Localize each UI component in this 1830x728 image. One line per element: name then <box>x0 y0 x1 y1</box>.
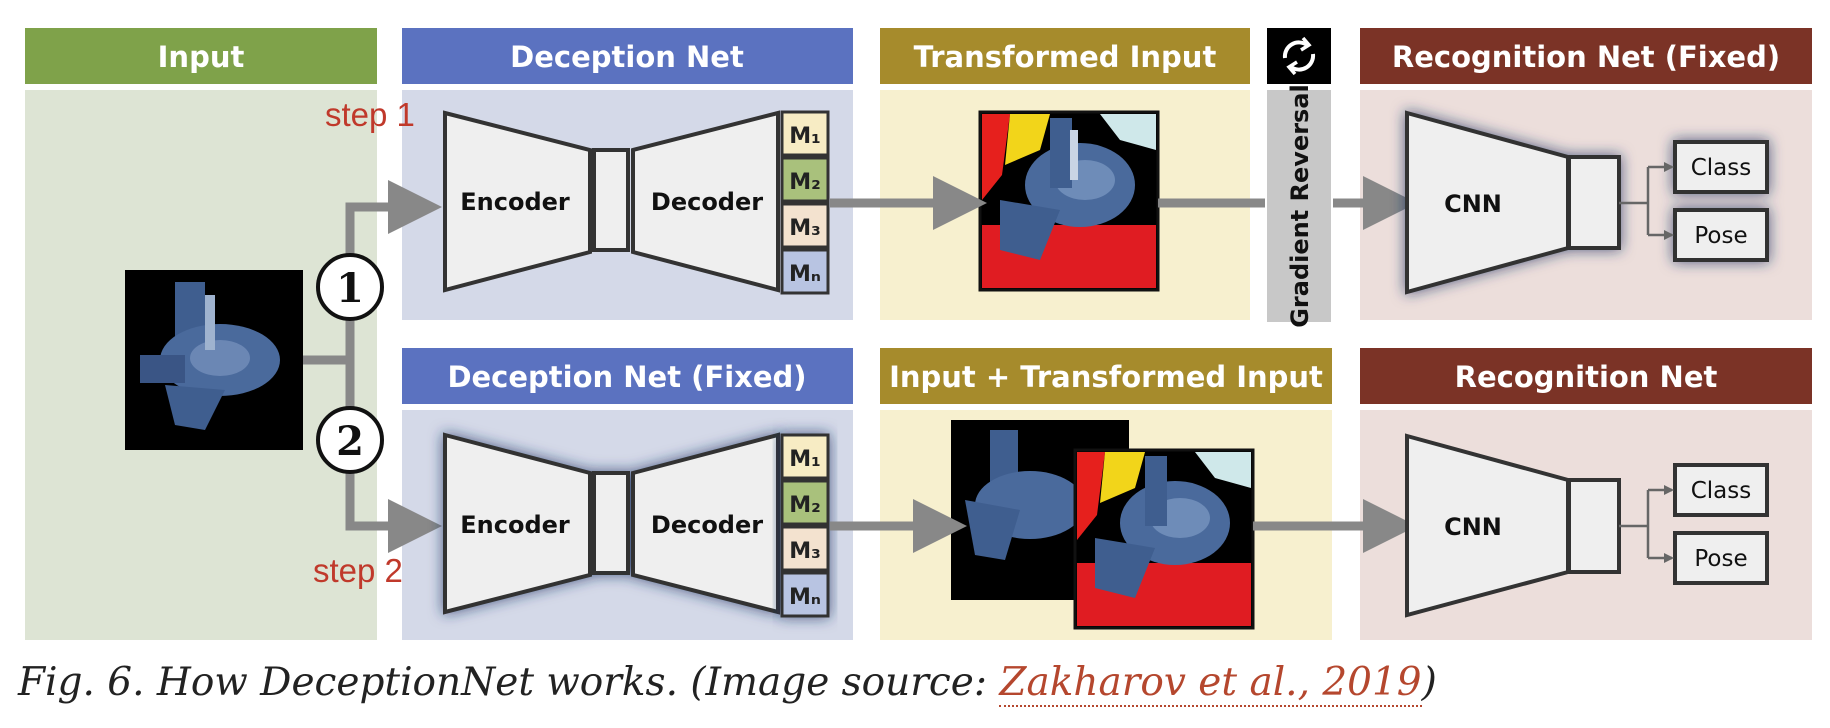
recognition-net-header: Recognition Net <box>1455 360 1718 394</box>
deception-header-bar <box>402 28 853 84</box>
module-n-top: Mₙ <box>789 262 821 287</box>
step-2-number: 2 <box>336 418 364 465</box>
class-box-top <box>1673 140 1769 194</box>
class-label-bottom: Class <box>1691 478 1752 504</box>
deception-fixed-header: Deception Net (Fixed) <box>447 360 806 394</box>
module-3-bottom: M₃ <box>789 539 821 564</box>
input-plus-transformed-header-bar <box>880 348 1332 404</box>
cnn-head-top <box>1567 155 1621 250</box>
pose-box-bottom <box>1673 531 1769 585</box>
decoder-block-top <box>631 110 780 293</box>
caption-source-link[interactable]: Zakharov et al., 2019 <box>999 660 1422 707</box>
bottleneck-block-bottom <box>592 471 630 575</box>
cnn-label-bottom: CNN <box>1444 513 1502 541</box>
decoder-block-bottom <box>631 432 780 615</box>
module-stack-bottom <box>780 433 830 618</box>
encoder-block-top <box>443 110 592 293</box>
module-1-bottom: M₁ <box>789 447 821 472</box>
deception-fixed-header-bar <box>402 348 853 404</box>
caption-prefix: Fig. 6. How DeceptionNet works. (Image s… <box>18 660 1000 705</box>
cnn-label-top: CNN <box>1444 190 1502 218</box>
gradient-reversal-label: Gradient Reversal <box>1286 84 1314 328</box>
step-1-circle <box>316 253 384 321</box>
encoder-label-bottom: Encoder <box>460 511 570 539</box>
refresh-icon-box <box>1267 28 1331 84</box>
step-1-number: 1 <box>336 265 364 312</box>
input-plus-transformed-header: Input + Transformed Input <box>889 360 1323 394</box>
flow-arrows <box>830 176 1417 553</box>
module-2-top: M₂ <box>789 170 821 195</box>
deception-net-header: Deception Net <box>510 40 744 74</box>
module-stack-top <box>780 110 830 295</box>
recognition-net-bottom <box>1405 433 1769 618</box>
input-header-bar <box>25 28 377 84</box>
step-1-label: step 1 <box>325 96 415 133</box>
input-header: Input <box>158 40 245 74</box>
pose-label-bottom: Pose <box>1694 546 1747 572</box>
cnn-head-bottom <box>1567 478 1621 574</box>
gradient-reversal-strip <box>1267 90 1331 322</box>
step-2-label: step 2 <box>313 552 403 589</box>
transformed-header-bar <box>880 28 1250 84</box>
class-label-top: Class <box>1691 155 1752 181</box>
refresh-icon <box>1282 36 1316 76</box>
recognition-connectors-top <box>1619 162 1674 240</box>
recognition-fixed-header: Recognition Net (Fixed) <box>1392 40 1780 74</box>
deception-net-top <box>443 110 780 293</box>
module-3-top: M₃ <box>789 216 821 241</box>
decoder-label-bottom: Decoder <box>651 511 763 539</box>
recognition-fixed-header-bar <box>1360 28 1812 84</box>
module-n-bottom: Mₙ <box>789 585 821 610</box>
pose-label-top: Pose <box>1694 223 1747 249</box>
bottleneck-block-top <box>592 148 630 252</box>
recognition-connectors-bottom <box>1619 485 1674 563</box>
module-1-top: M₁ <box>789 124 821 149</box>
deception-net-bottom <box>443 432 780 615</box>
caption-suffix: ) <box>1421 660 1437 705</box>
pose-box-top <box>1673 208 1769 262</box>
input-image <box>125 270 303 450</box>
transformed-image-top <box>978 110 1160 292</box>
class-box-bottom <box>1673 463 1769 517</box>
recognition-header-bar <box>1360 348 1812 404</box>
encoder-label-top: Encoder <box>460 188 570 216</box>
step-2-circle <box>316 406 384 474</box>
transformed-input-header: Transformed Input <box>914 40 1217 74</box>
transformed-image-bottom <box>1073 448 1255 630</box>
encoder-block-bottom <box>443 432 592 615</box>
module-2-bottom: M₂ <box>789 493 821 518</box>
figure-caption: Fig. 6. How DeceptionNet works. (Image s… <box>18 660 1437 707</box>
decoder-label-top: Decoder <box>651 188 763 216</box>
deceptionnet-diagram: Input Deception Net Transformed Input Re… <box>25 28 1812 640</box>
